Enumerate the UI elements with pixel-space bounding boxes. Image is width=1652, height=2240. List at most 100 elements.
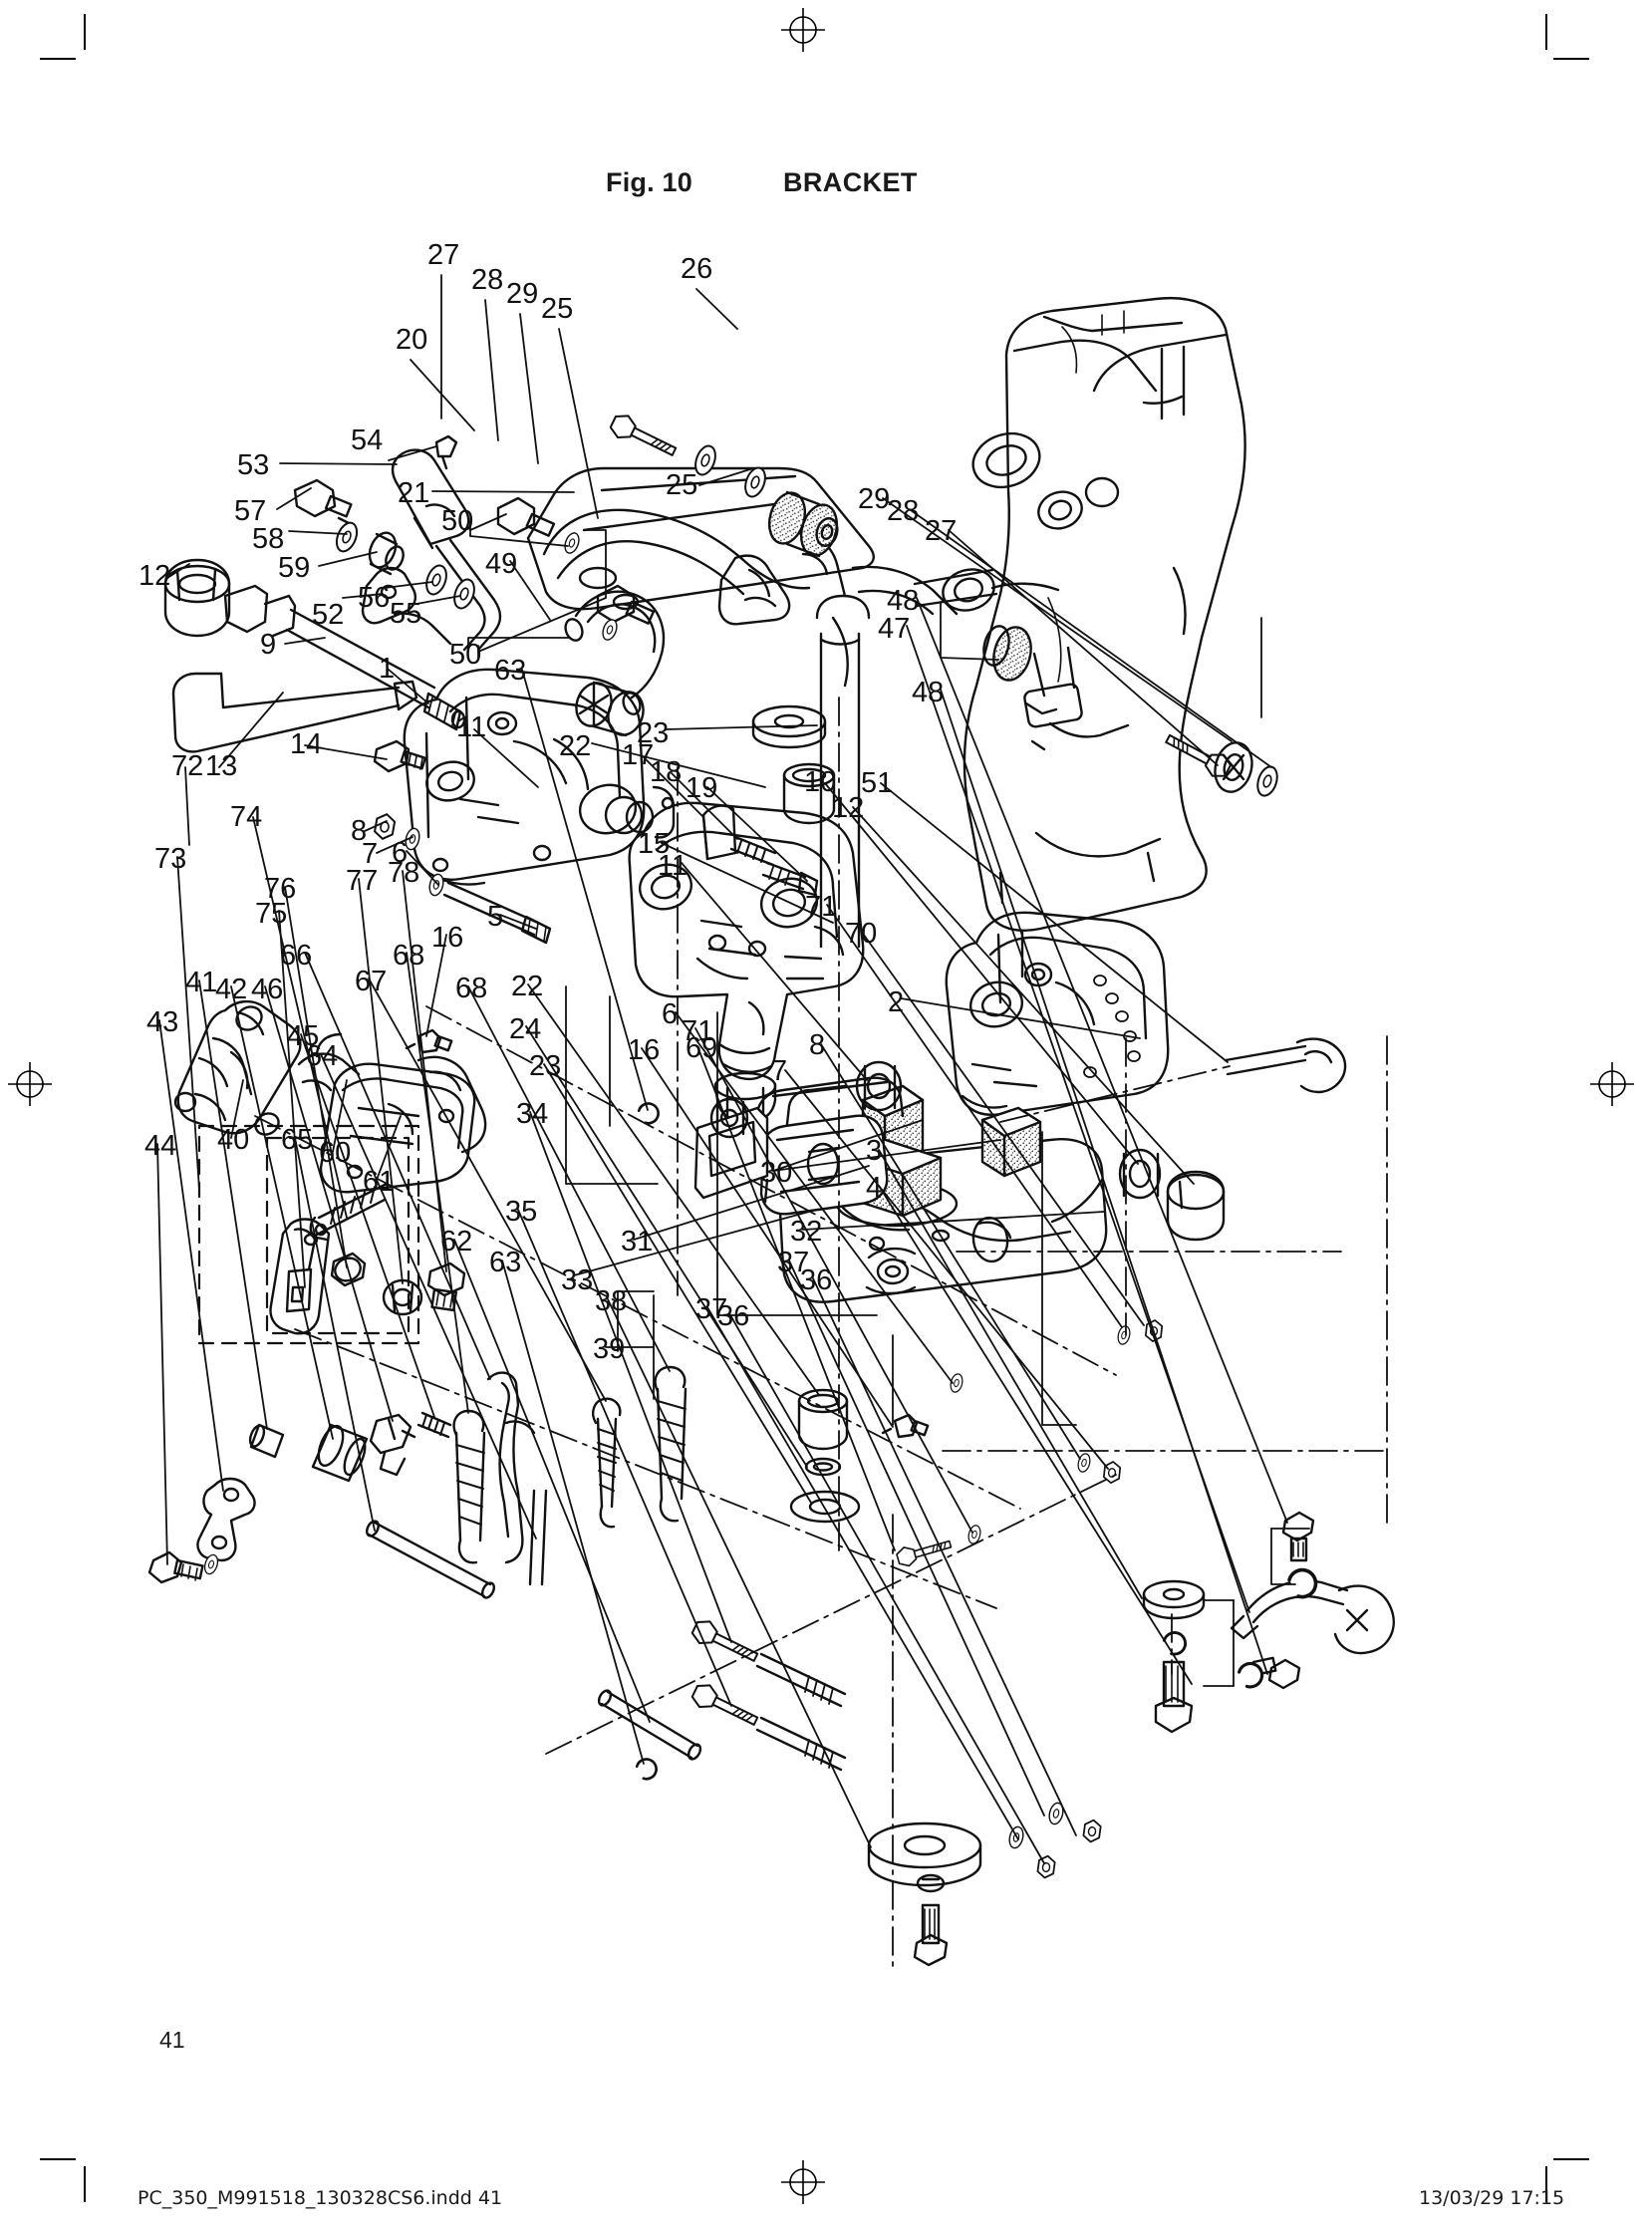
- callout-30: 30: [760, 1157, 793, 1189]
- callout-24: 24: [509, 1013, 542, 1045]
- callout-39: 39: [593, 1333, 626, 1365]
- callout-66: 66: [280, 940, 313, 972]
- callout-25-right: 25: [666, 469, 698, 501]
- callout-12-right: 12: [832, 792, 865, 824]
- callout-19: 19: [686, 772, 718, 804]
- callout-72: 72: [171, 750, 204, 782]
- callout-26: 26: [681, 253, 713, 285]
- callout-69: 69: [686, 1032, 718, 1064]
- callout-28-top: 28: [471, 264, 504, 296]
- callout-58: 58: [252, 523, 285, 555]
- callout-8-right: 8: [809, 1029, 826, 1061]
- callout-38: 38: [595, 1285, 628, 1317]
- callout-21: 21: [398, 477, 430, 509]
- callout-40: 40: [217, 1124, 250, 1156]
- callout-36-lower: 36: [717, 1300, 750, 1332]
- callout-6-lower: 6: [662, 998, 679, 1030]
- callout-27-right: 27: [925, 515, 958, 547]
- callout-64: 64: [306, 1040, 339, 1072]
- callout-70: 70: [845, 918, 878, 950]
- footer-filename: PC_350_M991518_130328CS6.indd 41: [138, 2187, 503, 2209]
- callout-44: 44: [144, 1130, 177, 1162]
- callout-77: 77: [346, 865, 379, 897]
- callout-14: 14: [290, 728, 323, 760]
- callout-36-upper: 36: [800, 1264, 833, 1296]
- figure-title: BRACKET: [783, 167, 918, 197]
- callout-46: 46: [251, 974, 284, 1005]
- callout-10: 10: [804, 766, 837, 798]
- footer-timestamp: 13/03/29 17:15: [1419, 2187, 1565, 2209]
- callout-71-upper: 71: [805, 891, 838, 923]
- callout-68-right: 68: [455, 973, 488, 1004]
- callout-63-upper: 63: [494, 655, 527, 687]
- callout-11-right: 11: [658, 850, 688, 882]
- callout-16-left: 16: [431, 922, 464, 954]
- callout-6-left: 6: [392, 837, 409, 869]
- callout-55: 55: [390, 598, 422, 630]
- callout-50-upper: 50: [441, 505, 474, 537]
- page-number: 41: [159, 2027, 185, 2053]
- callout-75: 75: [255, 898, 288, 930]
- callout-2: 2: [888, 986, 905, 1018]
- callout-35: 35: [505, 1196, 538, 1228]
- callout-28-right: 28: [887, 495, 920, 527]
- callout-53: 53: [237, 449, 270, 481]
- callout-45: 45: [287, 1020, 320, 1052]
- callout-23-lower: 23: [529, 1050, 562, 1082]
- callout-78: 78: [388, 857, 420, 889]
- callout-3: 3: [866, 1135, 883, 1167]
- callout-54: 54: [351, 424, 384, 456]
- callout-71-lower: 71: [682, 1015, 714, 1047]
- callout-25-top: 25: [541, 293, 574, 325]
- callout-31: 31: [621, 1226, 654, 1258]
- callout-17: 17: [622, 739, 655, 771]
- callout-1: 1: [379, 653, 396, 685]
- callout-29-top: 29: [506, 278, 539, 310]
- callout-48-lower: 48: [912, 677, 945, 708]
- callout-57: 57: [234, 495, 267, 527]
- callout-22-upper: 22: [559, 730, 592, 762]
- callout-73: 73: [154, 843, 187, 875]
- callout-56: 56: [358, 582, 391, 614]
- callout-50-lower: 50: [449, 639, 482, 671]
- callout-67: 67: [355, 966, 388, 997]
- callout-23-upper: 23: [637, 717, 670, 749]
- callout-41: 41: [185, 967, 218, 998]
- callout-59: 59: [278, 552, 311, 584]
- callout-32: 32: [790, 1216, 823, 1248]
- callout-33: 33: [561, 1264, 594, 1296]
- callout-7-right: 7: [771, 1055, 788, 1087]
- callout-29-right: 29: [858, 483, 891, 515]
- callout-48-upper: 48: [887, 585, 920, 617]
- callout-65: 65: [281, 1124, 314, 1156]
- callout-13: 13: [205, 750, 238, 782]
- callout-51: 51: [861, 767, 894, 799]
- callout-47: 47: [878, 613, 911, 645]
- callout-37-upper: 37: [777, 1247, 810, 1278]
- callout-27-top: 27: [427, 239, 460, 271]
- callout-49: 49: [485, 548, 518, 580]
- callout-34: 34: [516, 1098, 549, 1130]
- callout-15: 15: [638, 828, 671, 860]
- callout-18: 18: [650, 756, 683, 788]
- callout-60: 60: [319, 1137, 352, 1169]
- callout-74: 74: [230, 801, 263, 833]
- callout-43: 43: [146, 1006, 179, 1038]
- callout-16-lower: 16: [628, 1034, 661, 1066]
- callout-9: 9: [260, 629, 277, 661]
- callout-8-left: 8: [351, 815, 368, 847]
- callout-5: 5: [487, 901, 504, 933]
- figure-label: Fig. 10: [606, 167, 692, 197]
- callout-4: 4: [866, 1172, 883, 1204]
- callout-37-lower: 37: [695, 1293, 728, 1325]
- callout-63-lower: 63: [489, 1247, 522, 1278]
- callout-11-left: 11: [456, 711, 487, 743]
- callout-68-left: 68: [393, 940, 425, 972]
- callout-42: 42: [215, 974, 248, 1005]
- callout-22-lower: 22: [511, 971, 544, 1002]
- callout-61: 61: [363, 1166, 396, 1198]
- callout-76: 76: [264, 873, 297, 905]
- callout-12-left: 12: [138, 560, 171, 592]
